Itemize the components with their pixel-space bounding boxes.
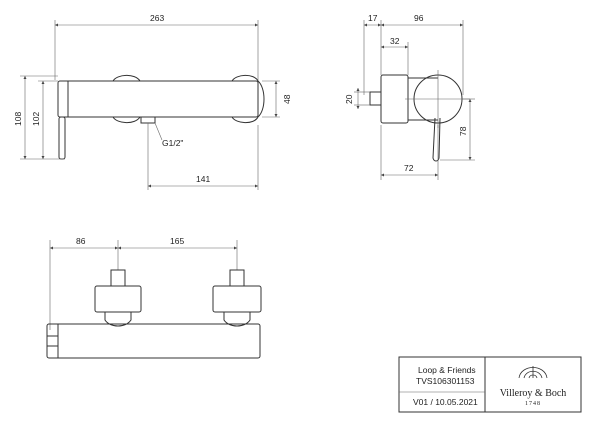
knob-left-side: [112, 74, 141, 82]
connection-right-stub: [229, 269, 245, 287]
brand-logo: [518, 366, 548, 379]
connection-left-nut: [94, 285, 142, 313]
dim-width-label: 263: [150, 13, 164, 23]
wall-block: [380, 74, 409, 124]
connection-right-nut: [212, 285, 262, 313]
dim-outlet-label: 141: [196, 174, 210, 184]
thread-label: G1/2": [162, 138, 183, 148]
lever-section: [432, 117, 441, 162]
section-view: 17 96 32 20 78 72: [344, 13, 475, 180]
dim-height-outer-label: 108: [13, 112, 23, 126]
dim-body-height-label: 48: [282, 94, 292, 104]
dim-inner-label: 32: [390, 36, 400, 46]
dim-height-inner-label: 102: [31, 112, 41, 126]
product-name: Loop & Friends: [418, 365, 476, 375]
revision-date: V01 / 10.05.2021: [413, 397, 478, 407]
title-block: Loop & Friends TVS106301153 V01 / 10.05.…: [398, 356, 582, 413]
dim-inlet-label: 20: [344, 94, 354, 104]
dim-depth-a-label: 17: [368, 13, 378, 23]
mixer-body-side: [57, 80, 259, 118]
brand-year: 1748: [525, 401, 541, 407]
inlet-pipe: [369, 91, 382, 106]
mixer-body-top: [46, 323, 261, 359]
dim-left-label: 86: [76, 236, 86, 246]
dim-drop-label: 78: [458, 126, 468, 136]
dim-base-label: 72: [404, 163, 414, 173]
product-code: TVS106301153: [416, 376, 475, 386]
knob-right-side: [231, 74, 259, 82]
dim-spacing-label: 165: [170, 236, 184, 246]
lever-side: [58, 116, 66, 160]
outlet-connector: [140, 116, 156, 124]
dim-depth-b-label: 96: [414, 13, 424, 23]
brand-name: Villeroy & Boch: [500, 388, 567, 399]
connection-left-stub: [110, 269, 126, 287]
lever-top: [46, 335, 59, 347]
top-view: 86 165: [46, 236, 262, 359]
side-view: 263 G1/2" 141 108 102 48: [13, 13, 292, 190]
